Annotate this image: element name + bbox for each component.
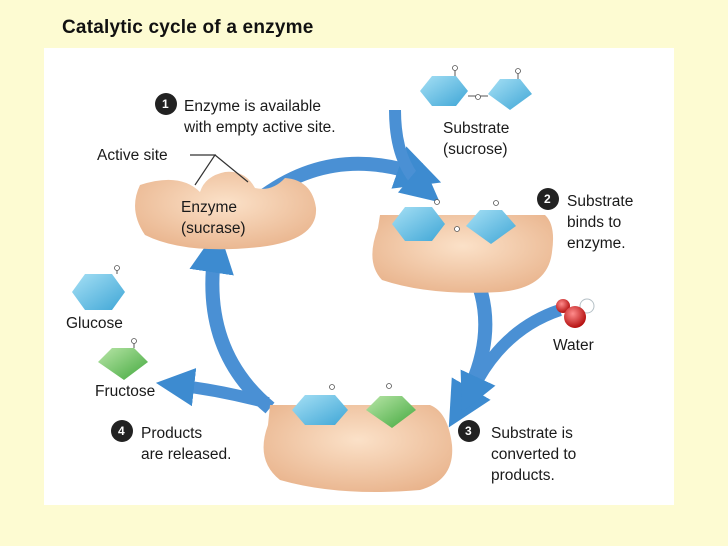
product-release-arrow bbox=[155, 368, 270, 409]
step-3-badge bbox=[458, 420, 480, 442]
active-site-pointer bbox=[190, 154, 249, 186]
step-2-line1: Substrate bbox=[567, 193, 633, 210]
enzyme-products-complex bbox=[263, 405, 453, 493]
step-2-badge bbox=[537, 188, 559, 210]
step-1-line2: with empty active site. bbox=[183, 119, 336, 136]
substrate-entry-arrow bbox=[389, 109, 440, 203]
enzyme-name-label: (sucrase) bbox=[181, 220, 246, 237]
bound-sucrose bbox=[392, 199, 516, 244]
product-molecules bbox=[292, 383, 416, 428]
substrate-label: Substrate bbox=[443, 120, 509, 137]
substrate-name-label: (sucrose) bbox=[443, 141, 508, 158]
step-3-number: 3 bbox=[465, 424, 472, 438]
step-4-badge bbox=[111, 420, 133, 442]
fructose-molecule bbox=[98, 338, 148, 380]
step-1-number: 1 bbox=[162, 97, 169, 111]
step-2-line3: enzyme. bbox=[567, 235, 626, 252]
step-1-badge bbox=[155, 93, 177, 115]
water-entry-arrow bbox=[460, 304, 562, 413]
glucose-molecule bbox=[72, 265, 125, 310]
step-3-line2: converted to bbox=[491, 446, 576, 463]
step-3-line3: products. bbox=[491, 467, 555, 484]
enzyme-empty bbox=[135, 171, 317, 250]
step-2-number: 2 bbox=[544, 192, 551, 206]
step-4-line2: are released. bbox=[141, 446, 231, 463]
step-4-number: 4 bbox=[118, 424, 125, 438]
water-label: Water bbox=[553, 337, 594, 354]
water-molecule bbox=[556, 298, 595, 328]
glucose-label: Glucose bbox=[66, 315, 123, 332]
fructose-label: Fructose bbox=[95, 383, 155, 400]
step-1-line1: Enzyme is available bbox=[184, 98, 321, 115]
enzyme-label: Enzyme bbox=[181, 199, 237, 216]
step-3-line1: Substrate is bbox=[491, 425, 573, 442]
sucrose-molecule bbox=[420, 65, 532, 110]
step-4-line1: Products bbox=[141, 425, 202, 442]
active-site-label: Active site bbox=[97, 147, 168, 164]
step-2-line2: binds to bbox=[567, 214, 621, 231]
diagram-title: Catalytic cycle of a enzyme bbox=[62, 17, 314, 38]
